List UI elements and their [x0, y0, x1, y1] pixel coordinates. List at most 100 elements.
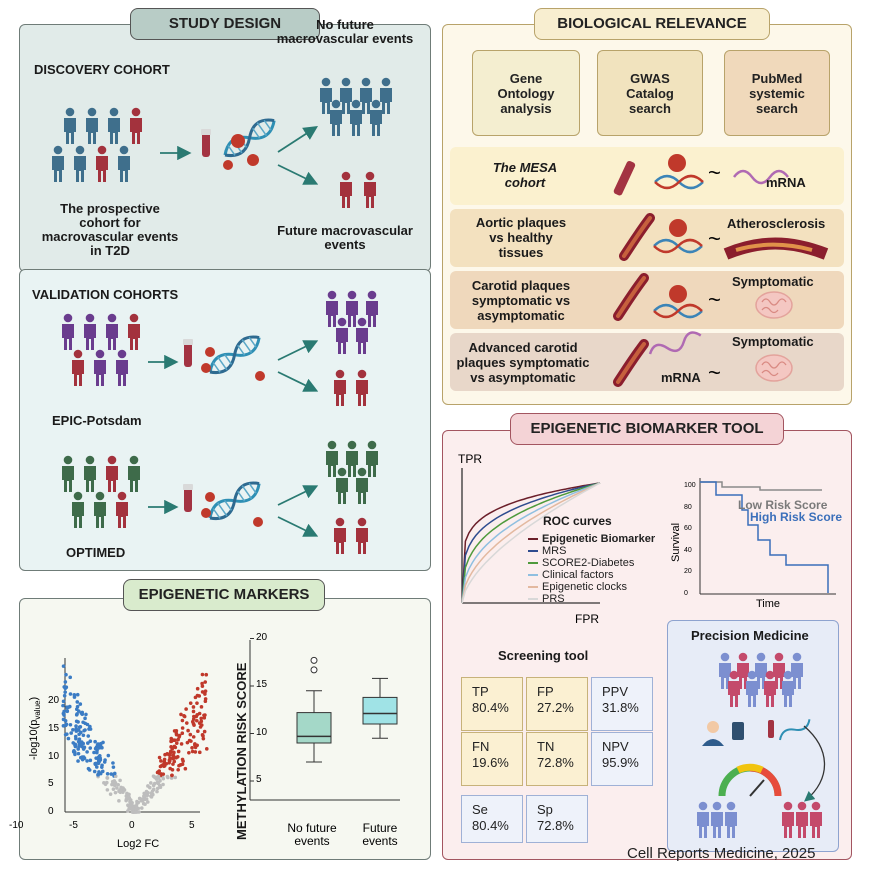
volcano-point — [201, 736, 206, 741]
volcano-point — [136, 806, 141, 811]
volcano-point — [203, 699, 208, 704]
volcano-point — [77, 744, 81, 749]
volcano-point — [161, 776, 166, 781]
volcano-point — [73, 743, 77, 747]
volcano-point — [171, 762, 175, 766]
volcano-point — [88, 746, 93, 750]
volcano-point — [64, 672, 68, 677]
volcano-point — [116, 782, 121, 787]
box-y-tick: 15 — [256, 679, 268, 690]
volcano-point — [74, 736, 78, 741]
volcano-point — [187, 738, 192, 743]
volcano-point — [145, 800, 150, 804]
survival-y-tick: 100 — [684, 482, 696, 489]
volcano-point — [61, 699, 66, 704]
volcano-point — [75, 704, 80, 709]
volcano-point — [170, 773, 174, 778]
volcano-point — [75, 712, 79, 716]
epic-potsdam-label: EPIC-Potsdam — [52, 413, 142, 428]
high-risk-curve — [700, 481, 829, 593]
volcano-point — [169, 776, 174, 780]
volcano-point — [127, 796, 131, 801]
volcano-point — [200, 672, 205, 677]
validation-cohorts-label: VALIDATION COHORTS — [32, 287, 179, 302]
atherosclerosis-label: Atherosclerosis — [727, 216, 826, 231]
volcano-point — [85, 759, 89, 763]
box — [362, 696, 398, 725]
survival-y-tick: 20 — [684, 568, 692, 576]
markers-title: EPIGENETIC MARKERS — [123, 579, 325, 611]
volcano-point — [171, 753, 176, 758]
volcano-point — [82, 756, 87, 761]
blood-pressure-icon — [732, 722, 744, 740]
volcano-point — [200, 684, 205, 688]
volcano-point — [163, 752, 167, 757]
volcano-point — [195, 701, 199, 705]
volcano-point — [72, 748, 76, 753]
volcano-point — [84, 712, 88, 717]
volcano-point — [162, 757, 167, 762]
volcano-point — [177, 733, 182, 738]
volcano-point — [168, 752, 172, 757]
volcano-point — [63, 690, 67, 694]
risk-gauge-icon — [718, 763, 782, 797]
volcano-point — [204, 747, 209, 751]
volcano-point — [125, 791, 129, 796]
volcano-point — [172, 729, 177, 733]
volcano-point — [143, 802, 147, 806]
volcano-point — [77, 732, 81, 737]
volcano-point — [187, 750, 191, 755]
volcano-point — [96, 773, 100, 777]
volcano-point — [193, 743, 197, 747]
volcano-point — [190, 719, 195, 724]
volcano-y-tick: 10 — [48, 750, 60, 762]
tool-title: EPIGENETIC BIOMARKER TOOL — [510, 413, 784, 445]
volcano-point — [196, 729, 200, 734]
volcano-point — [195, 686, 200, 691]
volcano-point — [66, 736, 71, 741]
study-design-title: STUDY DESIGN — [130, 8, 320, 40]
volcano-x-tick: -10 — [9, 820, 24, 831]
volcano-point — [144, 789, 149, 794]
volcano-point — [191, 709, 196, 714]
volcano-point — [176, 749, 181, 754]
box-y-tick: 5 — [256, 774, 262, 785]
volcano-point — [191, 735, 196, 739]
volcano-point — [136, 800, 141, 805]
doctor-icon — [702, 721, 724, 746]
survival-y-tick: 0 — [684, 590, 688, 597]
volcano-point — [61, 664, 66, 668]
volcano-point — [197, 750, 202, 755]
volcano-point — [88, 758, 93, 763]
volcano-point — [93, 746, 98, 751]
volcano-point — [111, 761, 115, 765]
volcano-point — [96, 755, 101, 759]
volcano-point — [74, 729, 79, 733]
artery-plaque-icon — [723, 237, 829, 260]
volcano-point — [204, 672, 209, 677]
box — [296, 712, 332, 744]
roc-legend-item: Epigenetic Biomarker — [542, 533, 656, 545]
volcano-point — [78, 702, 83, 706]
volcano-point — [75, 692, 80, 697]
volcano-point — [98, 758, 103, 762]
discovery-panel — [19, 24, 431, 272]
volcano-point — [76, 709, 81, 713]
volcano-point — [85, 750, 89, 754]
symptomatic-label-1: Symptomatic — [732, 274, 814, 289]
volcano-point — [173, 738, 177, 743]
volcano-point — [115, 786, 119, 790]
volcano-x-tick: 5 — [189, 820, 195, 831]
volcano-point — [68, 692, 73, 696]
volcano-point — [168, 766, 172, 771]
volcano-point — [172, 744, 177, 749]
volcano-point — [119, 785, 123, 790]
